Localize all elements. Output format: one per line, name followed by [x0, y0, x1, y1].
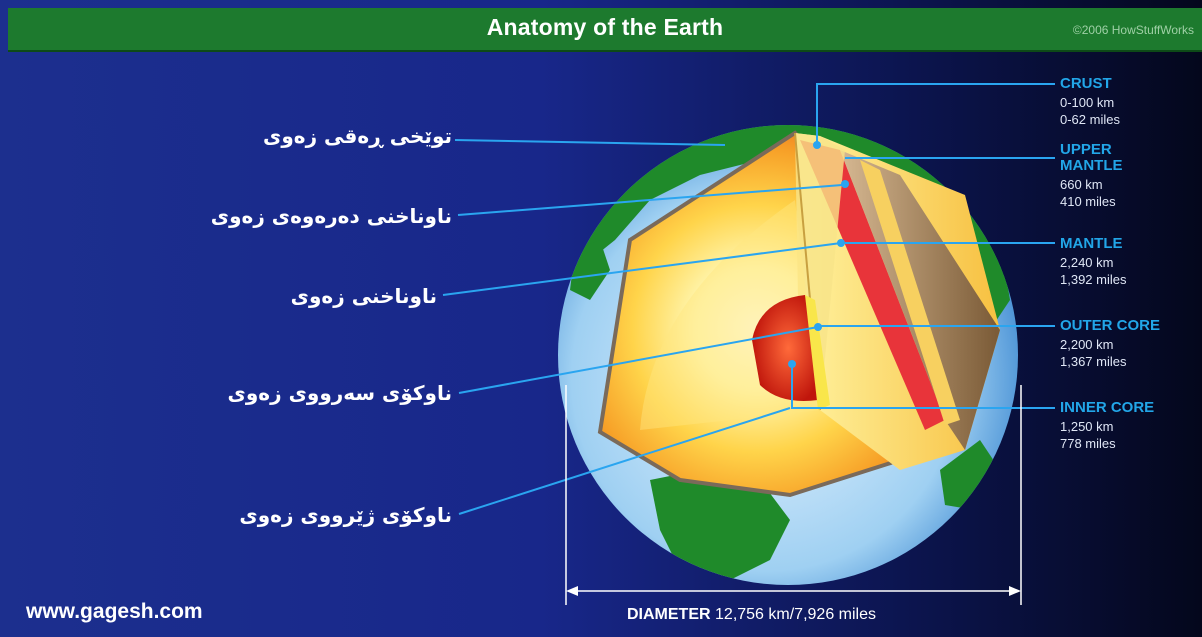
website-watermark: www.gagesh.com [26, 600, 203, 623]
kurdish-label-mantle: ناوناخنی زەوی [290, 284, 437, 308]
layer-name-mantle-line2: MANTLE [1060, 157, 1123, 174]
layer-value-upper-mantle-miles: 410 miles [1060, 194, 1116, 209]
diagram-title: Anatomy of the Earth [486, 14, 724, 40]
layer-marker-dots [788, 141, 849, 368]
layer-value-upper-mantle-km: 660 km [1060, 177, 1103, 192]
kurdish-label-crust: توێخی ڕەقی زەوی [263, 124, 452, 148]
kurdish-leader-lines [442, 139, 843, 515]
copyright-notice: ©2006 HowStuffWorks [1072, 23, 1194, 37]
kurdish-label-inner-core: ناوکۆی ژێرووی زەوی [239, 503, 452, 527]
earth-globe [558, 125, 1018, 585]
english-leader-lines [791, 83, 1055, 409]
layer-value-outer-core-miles: 1,367 miles [1060, 354, 1127, 369]
layer-value-mantle-miles: 1,392 miles [1060, 272, 1127, 287]
layer-name-outer-core: OUTER CORE [1060, 317, 1161, 334]
kurdish-label-outer-core: ناوکۆی سەرووی زەوی [227, 381, 452, 405]
layer-value-crust-km: 0-100 km [1060, 95, 1115, 110]
layer-name-mantle: MANTLE [1060, 235, 1123, 252]
diameter-measure [565, 385, 1022, 605]
layer-value-inner-core-km: 1,250 km [1060, 419, 1114, 434]
diameter-label: DIAMETER [627, 606, 711, 623]
cutaway-interior [597, 130, 1000, 498]
continents [560, 125, 1010, 585]
diameter-value: 12,756 km/7,926 miles [715, 606, 876, 623]
kurdish-label-upper-mantle: ناوناخنی دەرەوەی زەوی [210, 204, 452, 228]
layer-value-outer-core-km: 2,200 km [1060, 337, 1114, 352]
layer-name-crust: CRUST [1060, 75, 1112, 92]
layer-value-mantle-km: 2,240 km [1060, 255, 1114, 270]
layer-value-crust-miles: 0-62 miles [1060, 112, 1120, 127]
layer-value-inner-core-miles: 778 miles [1060, 436, 1116, 451]
title-bar: Anatomy of the Earth ©2006 HowStuffWorks [8, 8, 1202, 52]
layer-name-inner-core: INNER CORE [1060, 399, 1155, 416]
diameter-caption: DIAMETER 12,756 km/7,926 miles [627, 606, 876, 624]
layer-name-upper: UPPER [1060, 141, 1112, 158]
